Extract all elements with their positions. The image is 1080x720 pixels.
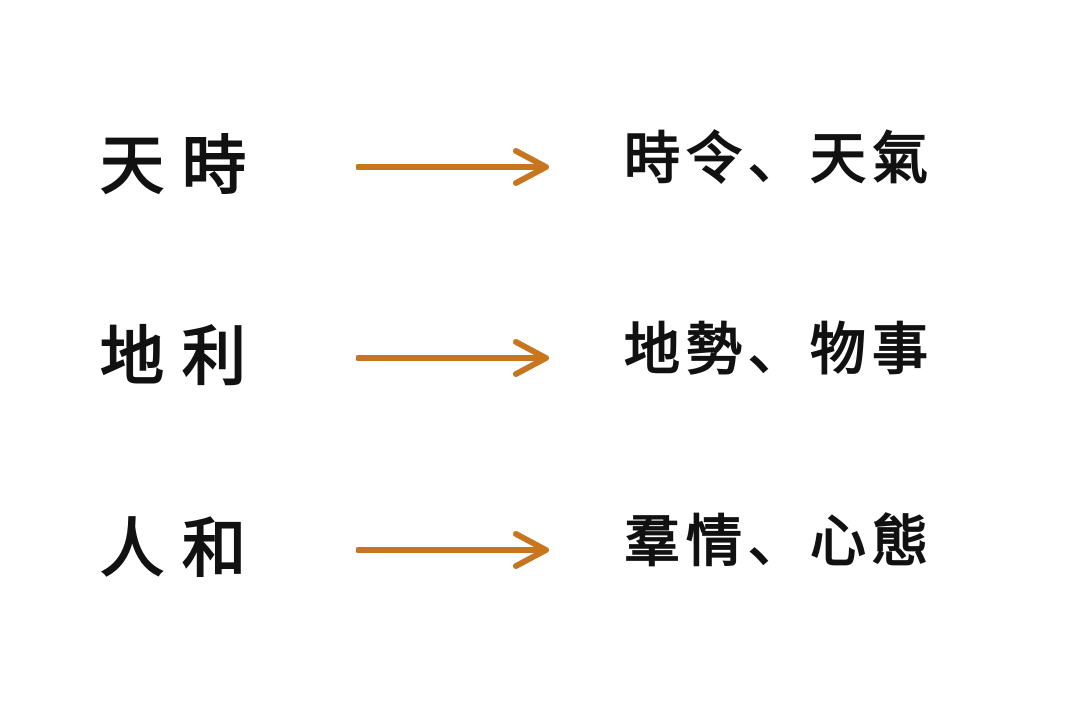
right-arrow-icon <box>356 531 549 569</box>
meaning-label: 地勢、物事 <box>624 317 934 383</box>
mapping-row: 人和 羣情、心態 <box>0 500 1080 600</box>
right-arrow-icon <box>356 339 549 377</box>
meaning-label: 時令、天氣 <box>624 126 934 192</box>
mapping-row: 地利 地勢、物事 <box>0 308 1080 408</box>
mapping-row: 天時 時令、天氣 <box>0 117 1080 217</box>
right-arrow-icon <box>356 148 549 186</box>
term-label: 人和 <box>100 512 264 587</box>
meaning-label: 羣情、心態 <box>624 509 934 575</box>
term-label: 地利 <box>100 320 264 395</box>
term-label: 天時 <box>100 129 264 204</box>
